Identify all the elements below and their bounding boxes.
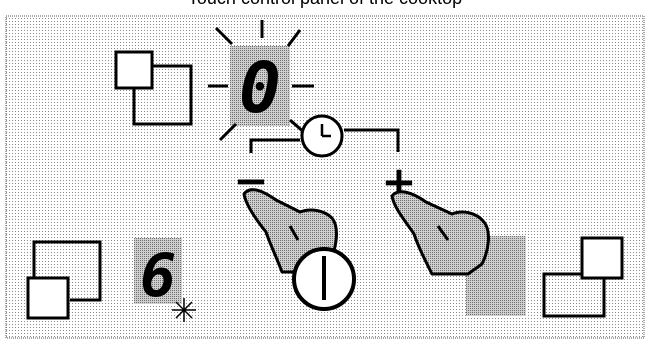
main-display-digit: 0 bbox=[239, 47, 281, 129]
timer-small-clock-icon bbox=[302, 116, 342, 156]
header-text: Touch control panel of the cooktop bbox=[188, 0, 462, 8]
zone-display-digit: 6 bbox=[140, 241, 176, 311]
timer-large-clock-icon bbox=[294, 249, 354, 309]
